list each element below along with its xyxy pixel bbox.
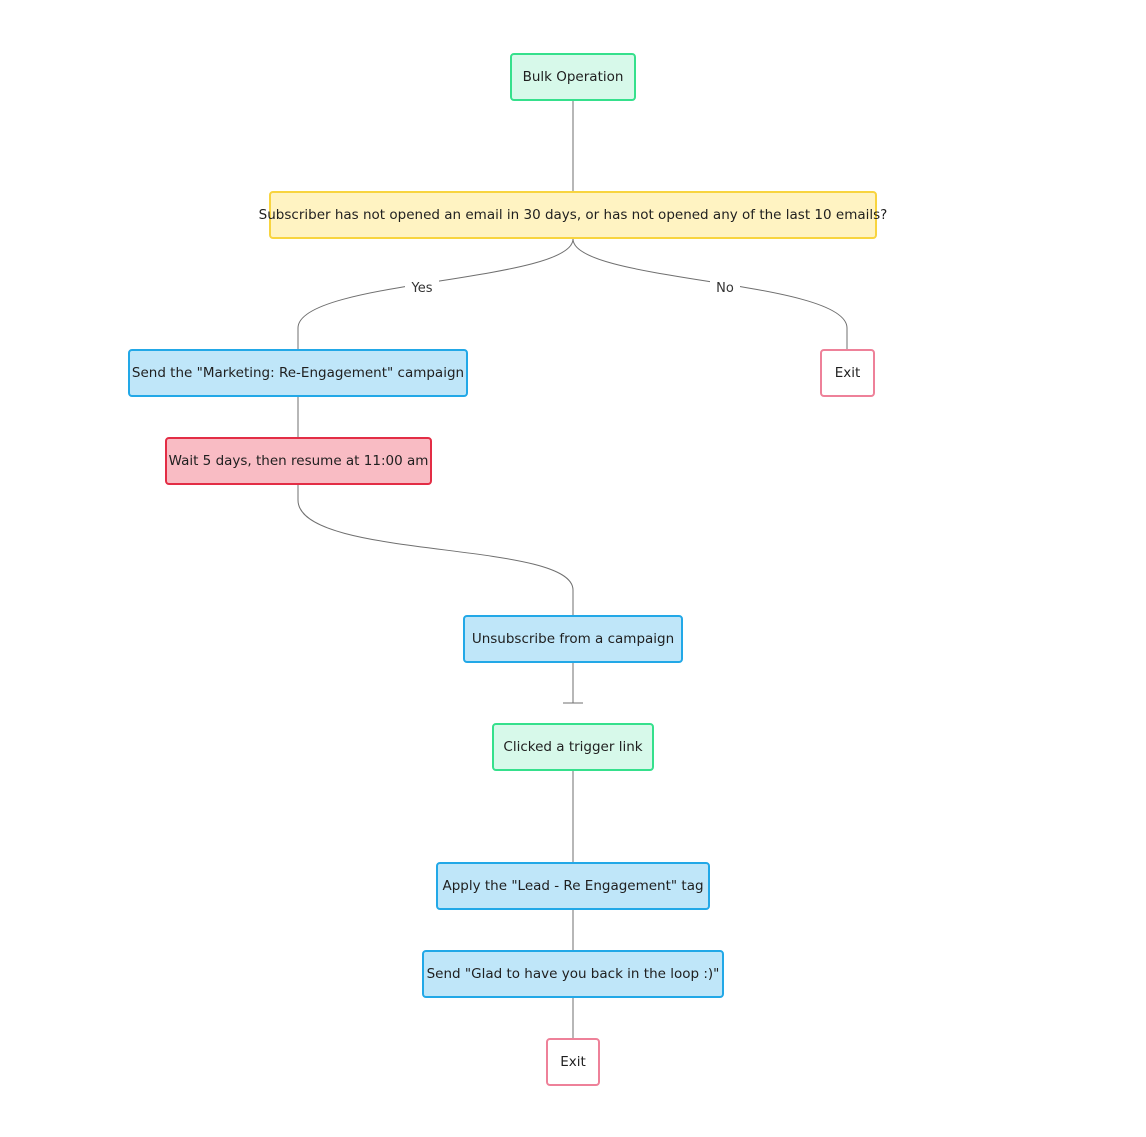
node-send-glad-label: Send "Glad to have you back in the loop …	[426, 966, 720, 982]
node-bulk-operation-label: Bulk Operation	[522, 69, 624, 85]
node-condition[interactable]: Subscriber has not opened an email in 30…	[259, 191, 887, 239]
no-label-bg	[710, 278, 740, 296]
node-send-marketing-campaign[interactable]: Send the "Marketing: Re-Engagement" camp…	[128, 349, 468, 397]
node-exit-no-branch[interactable]: Exit	[820, 349, 875, 397]
node-bulk-operation[interactable]: Bulk Operation	[510, 53, 636, 101]
node-exit-no-label: Exit	[834, 365, 861, 381]
node-clicked-trigger-link[interactable]: Clicked a trigger link	[492, 723, 654, 771]
edge-wait-to-unsubscribe	[297, 485, 574, 615]
no-label: No	[716, 281, 734, 296]
node-unsubscribe[interactable]: Unsubscribe from a campaign	[463, 615, 683, 663]
node-clicked-trigger-label: Clicked a trigger link	[503, 739, 643, 755]
node-apply-tag-label: Apply the "Lead - Re Engagement" tag	[442, 878, 704, 894]
node-exit-end-label: Exit	[560, 1054, 586, 1070]
node-unsubscribe-label: Unsubscribe from a campaign	[471, 631, 675, 647]
node-apply-tag[interactable]: Apply the "Lead - Re Engagement" tag	[436, 862, 710, 910]
yes-label: Yes	[411, 281, 433, 296]
yes-label-bg	[405, 278, 439, 296]
node-condition-label: Subscriber has not opened an email in 30…	[258, 207, 888, 223]
node-exit-end[interactable]: Exit	[546, 1038, 600, 1086]
node-send-glad[interactable]: Send "Glad to have you back in the loop …	[422, 950, 724, 998]
node-wait-label: Wait 5 days, then resume at 11:00 am	[168, 453, 429, 469]
node-wait[interactable]: Wait 5 days, then resume at 11:00 am	[165, 437, 432, 485]
node-send-marketing-label: Send the "Marketing: Re-Engagement" camp…	[131, 365, 465, 381]
